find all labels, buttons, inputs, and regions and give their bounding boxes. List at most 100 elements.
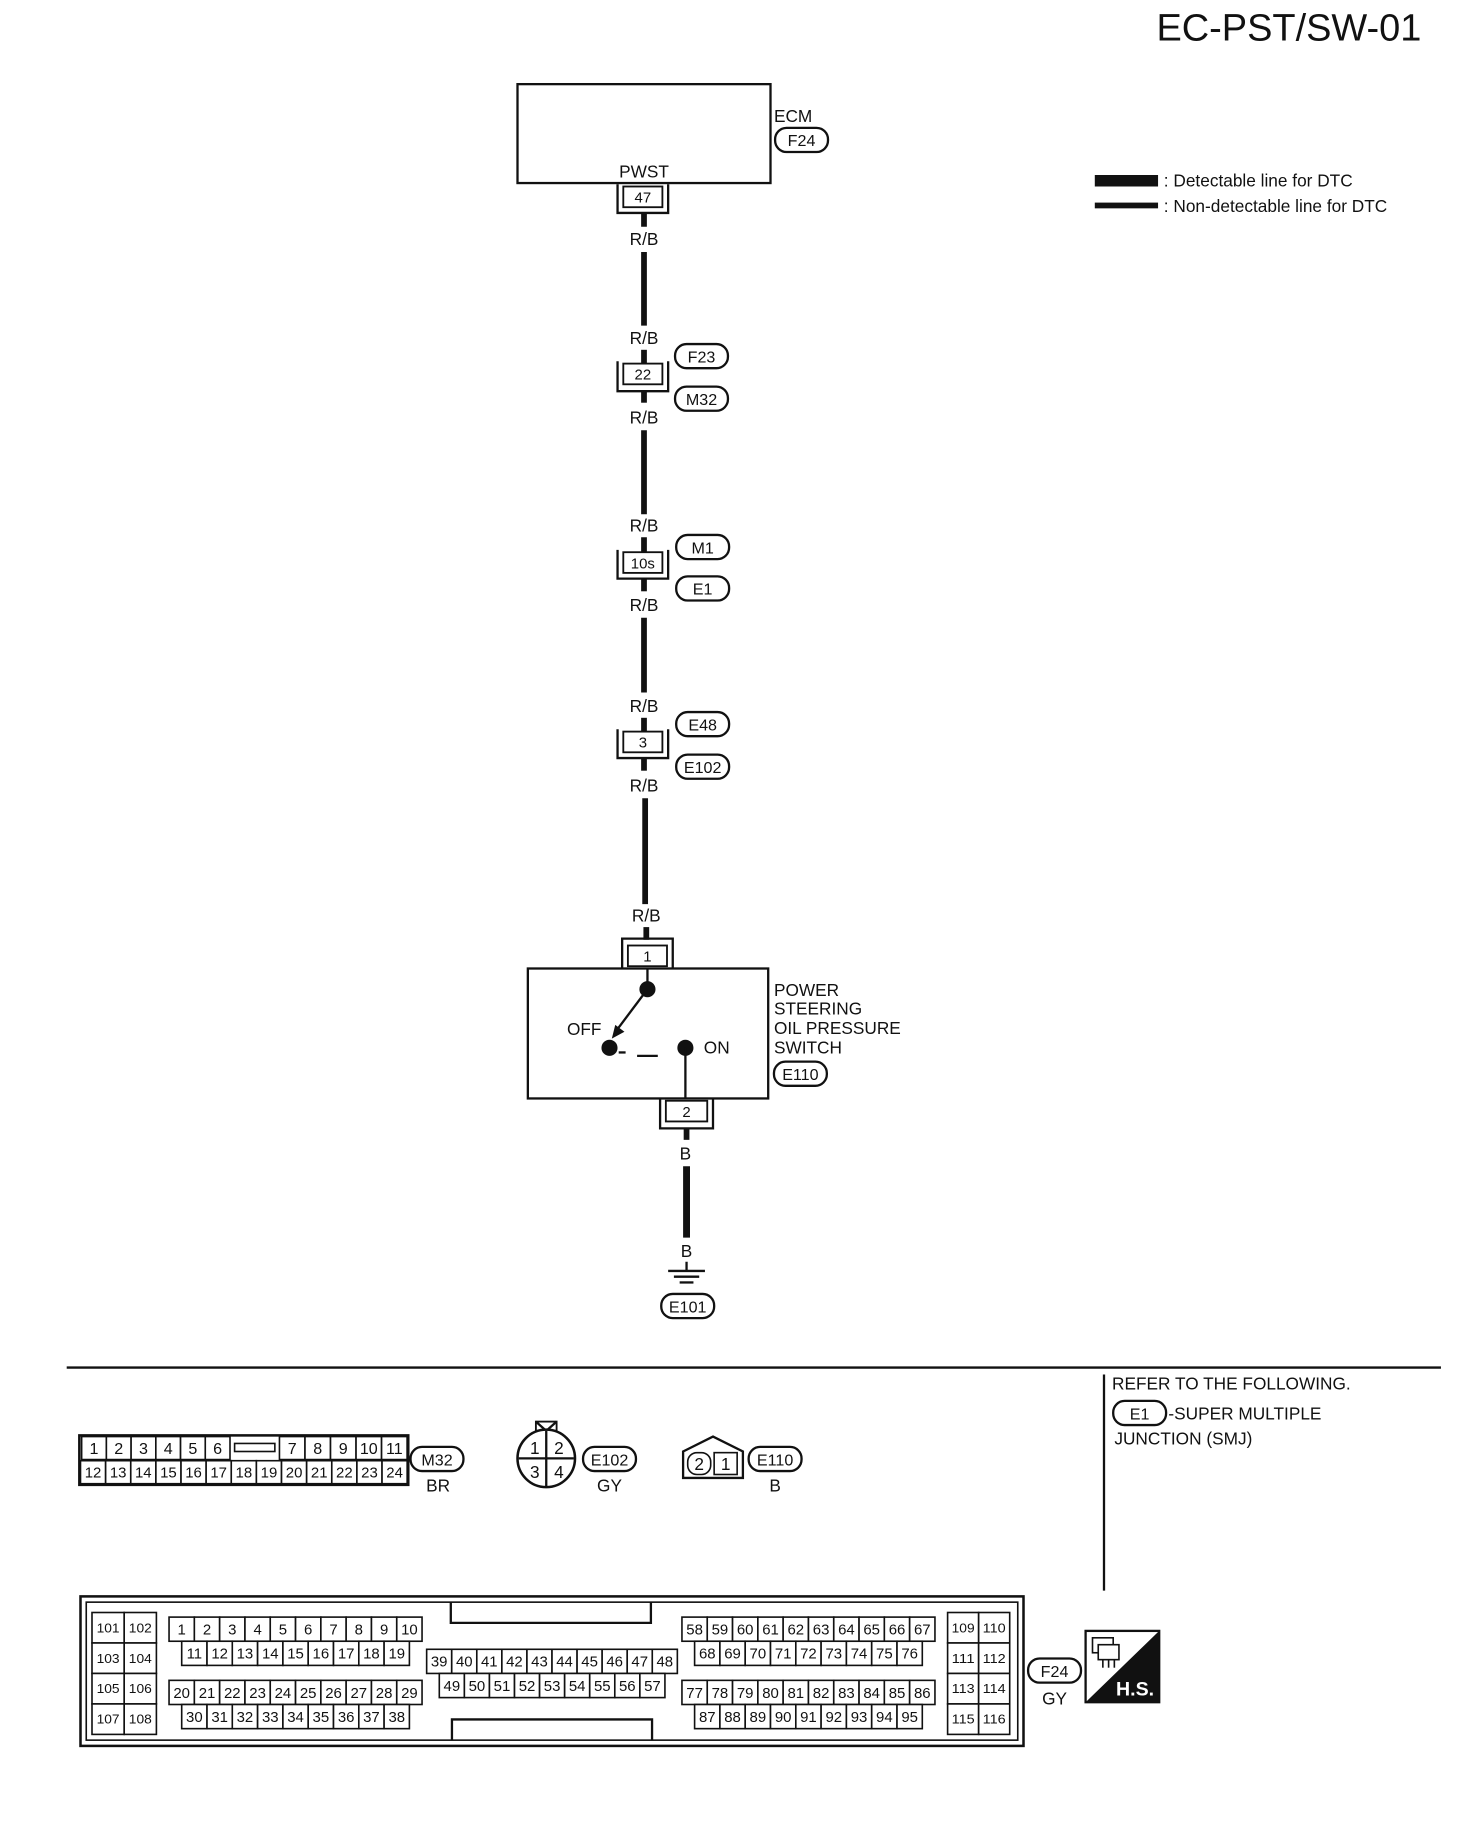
pin-number: 19: [261, 1465, 278, 1482]
connector-view-e110: 2 1 E110 B: [681, 1435, 803, 1496]
pin-number: 83: [838, 1685, 855, 1702]
wire-color-label: R/B: [630, 516, 659, 536]
pin-number: 3: [530, 1462, 540, 1482]
pin-number: 9: [380, 1622, 388, 1639]
reference-connector-id: E1: [1130, 1405, 1150, 1423]
connector-notch: [449, 1602, 653, 1624]
pin-number: 9: [339, 1440, 348, 1458]
pin-number: 17: [338, 1646, 355, 1663]
connector-slot: [233, 1442, 276, 1453]
pin-cell: [639, 1672, 666, 1699]
pin-number: 14: [135, 1465, 152, 1482]
junction-connector-id: M32: [686, 391, 717, 409]
pin-number: 1: [530, 1438, 540, 1458]
pin-number: 1: [721, 1454, 731, 1474]
connector-view-color: GY: [597, 1476, 622, 1496]
pin-number: 38: [388, 1709, 405, 1726]
pin-cell: [123, 1672, 158, 1705]
pin-number: 1: [178, 1622, 186, 1639]
pin-number: 5: [188, 1440, 197, 1458]
pin-number: 12: [211, 1646, 228, 1663]
pin-number: 13: [110, 1465, 127, 1482]
pin-cell: [870, 1640, 898, 1667]
pin-cell: [896, 1640, 924, 1667]
pin-number: 55: [594, 1678, 611, 1695]
pin-number: 26: [325, 1685, 342, 1702]
pin-cell: [744, 1640, 772, 1667]
pin-cell: [858, 1616, 886, 1643]
pin-number: 65: [863, 1622, 880, 1639]
pin-number: 82: [813, 1685, 830, 1702]
pin-number: 11: [386, 1440, 403, 1458]
junction-terminal: 22: [635, 367, 652, 384]
pin-cell: [588, 1672, 616, 1699]
ecm-box: [516, 82, 772, 185]
pin-number: 16: [313, 1646, 330, 1663]
wire-color-label: B: [680, 1143, 692, 1163]
pin-cell: [526, 1648, 553, 1675]
junction-3: 3 E48 E102: [616, 710, 731, 780]
pin-cell: [488, 1672, 516, 1699]
pin-number: 53: [544, 1678, 561, 1695]
pin-number: 58: [686, 1622, 703, 1639]
pin-number: 90: [775, 1709, 792, 1726]
pin-number: 28: [376, 1685, 393, 1702]
pin-number: 40: [456, 1654, 473, 1671]
wire-color-label: R/B: [630, 595, 659, 615]
pin-number: 93: [851, 1709, 868, 1726]
pin-number: 47: [631, 1654, 648, 1671]
junction-connector-id: E1: [693, 581, 713, 599]
pin-number: 104: [129, 1652, 152, 1666]
pin-number: 94: [876, 1709, 893, 1726]
pin-cell: [769, 1703, 797, 1730]
pin-number: 59: [712, 1622, 729, 1639]
page-code: EC-PST/SW-01: [1156, 7, 1421, 49]
pin-cell: [794, 1640, 822, 1667]
pin-number: 69: [724, 1646, 741, 1663]
connector-view-color: GY: [1042, 1689, 1067, 1709]
pin-number: 50: [469, 1678, 486, 1695]
connector-view-color: BR: [426, 1476, 450, 1496]
pin-number: 60: [737, 1622, 754, 1639]
pin-cell: [719, 1640, 747, 1667]
pin-cell: [123, 1703, 158, 1736]
pin-number: 67: [914, 1622, 931, 1639]
switch-name-line: OIL PRESSURE: [774, 1018, 901, 1038]
junction-terminal: 3: [639, 735, 647, 752]
pin-number: 4: [164, 1440, 173, 1458]
pin-number: 48: [657, 1654, 674, 1671]
pin-cell: [626, 1648, 654, 1675]
pin-number: 10: [401, 1622, 418, 1639]
pin-number: 4: [554, 1462, 564, 1482]
pin-number: 92: [825, 1709, 842, 1726]
pin-number: 19: [388, 1646, 405, 1663]
pin-cell: [123, 1611, 158, 1644]
pin-number: 54: [569, 1678, 586, 1695]
pin-number: 116: [983, 1713, 1006, 1727]
pin-number: 24: [275, 1685, 292, 1702]
reference-text: -SUPER MULTIPLE: [1168, 1403, 1321, 1423]
pin-number: 64: [838, 1622, 855, 1639]
switch-name-line: STEERING: [774, 999, 862, 1019]
pin-number: 18: [363, 1646, 380, 1663]
switch-connector-id: E110: [782, 1066, 818, 1084]
pin-number: 84: [863, 1685, 880, 1702]
reference-heading: REFER TO THE FOLLOWING.: [1112, 1373, 1351, 1393]
legend-non-detectable-label: : Non-detectable line for DTC: [1164, 196, 1387, 216]
ecm-terminal-number: 47: [635, 190, 652, 207]
connector-view-color: B: [769, 1476, 781, 1496]
pin-cell: [332, 1640, 360, 1667]
pin-cell: [256, 1640, 284, 1667]
pin-cell: [858, 1679, 886, 1706]
pin-number: 2: [554, 1438, 564, 1458]
pin-number: 3: [228, 1622, 236, 1639]
pin-cell: [345, 1679, 373, 1706]
pin-number: 2: [114, 1440, 123, 1458]
pin-number: 6: [213, 1440, 222, 1458]
wire-color-label: R/B: [630, 775, 659, 795]
pin-number: 78: [712, 1685, 729, 1702]
pin-number: 7: [288, 1440, 297, 1458]
